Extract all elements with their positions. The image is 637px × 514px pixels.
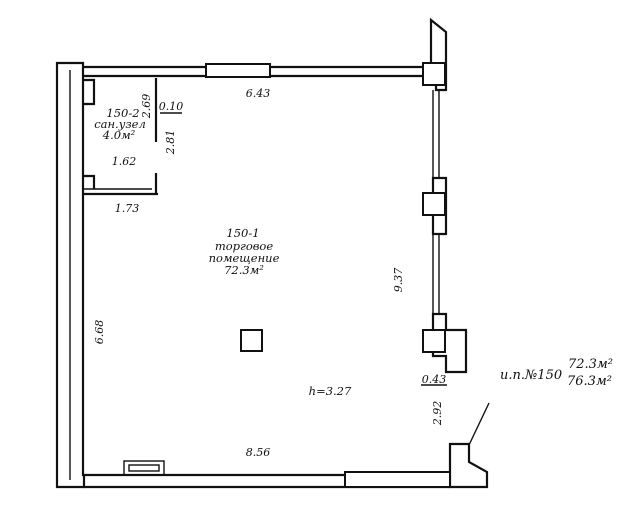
hall-name-line1: торговое	[215, 239, 274, 253]
right-column-3	[422, 329, 446, 353]
right-lower-pier	[431, 312, 468, 374]
hall-area: 72.3м²	[224, 263, 264, 277]
dim-sanuzel-inner-width: 1.62	[112, 155, 137, 168]
bottom-radiator-inner	[128, 464, 160, 472]
sanuzel-niche-bottom	[84, 174, 96, 189]
dim-right-wall-height: 9.37	[392, 268, 405, 293]
dim-bottom-wall: 8.56	[246, 446, 271, 459]
unit-area-main: 72.3м²	[568, 357, 613, 372]
dim-right-ledge-width: 0.43	[422, 373, 447, 386]
dim-right-lower-height: 2.92	[431, 401, 444, 427]
right-column-1	[422, 62, 446, 86]
central-column	[240, 329, 263, 352]
dim-sanuzel-lower: 2.81	[164, 130, 177, 156]
dim-top-partition-offset: 0.10	[159, 100, 184, 113]
hall-name-line2: помещение	[209, 251, 280, 265]
bottom-radiator	[123, 460, 165, 476]
sanuzel-area: 4.0м²	[102, 128, 136, 142]
leader-line-unit	[468, 402, 490, 446]
unit-label: и.п.№150	[500, 368, 562, 383]
dim-sanuzel-upper: 2.69	[140, 94, 153, 120]
sanuzel-number: 150-2	[106, 106, 139, 120]
sanuzel-name: сан.узел	[94, 117, 146, 131]
unit-area-total: 76.3м²	[567, 374, 612, 389]
top-window	[205, 63, 271, 78]
dim-sanuzel-width: 1.73	[115, 202, 140, 215]
bottom-window	[344, 471, 451, 488]
right-column-2	[422, 192, 446, 216]
sanuzel-niche-top	[84, 78, 96, 106]
hall-number: 150-1	[226, 226, 259, 240]
ceiling-height: h=3.27	[309, 384, 352, 398]
dim-left-wall-height: 6.68	[93, 320, 106, 345]
dim-top-wall: 6.43	[246, 87, 271, 100]
bottom-right-pier	[448, 442, 489, 489]
